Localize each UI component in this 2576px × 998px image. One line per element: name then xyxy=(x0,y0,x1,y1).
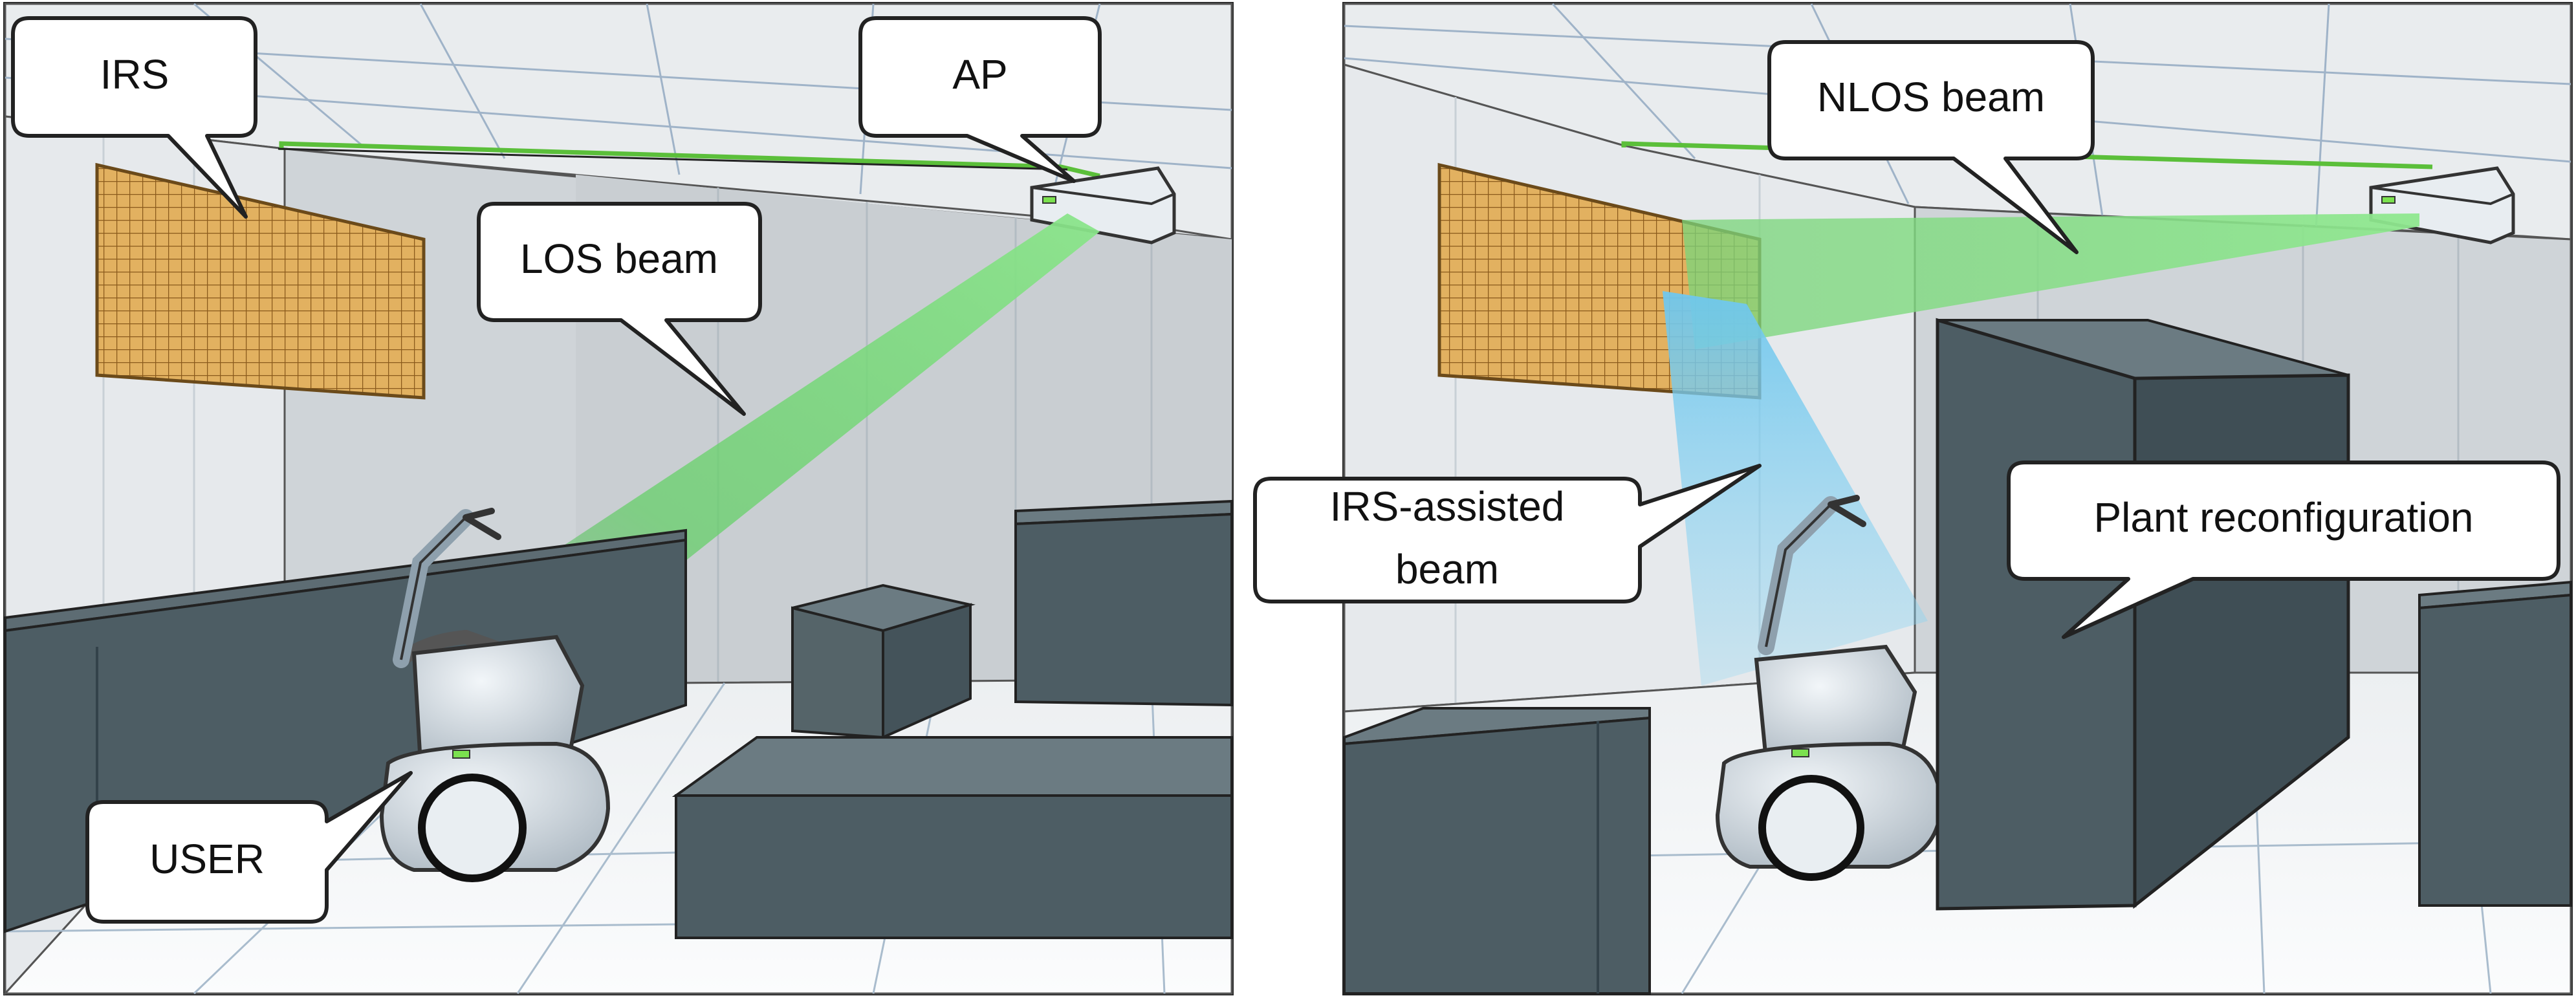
callout-irs: IRS xyxy=(11,16,257,219)
callout-ap: AP xyxy=(858,16,1102,183)
callout-plant-text: Plant reconfiguration xyxy=(2093,494,2473,541)
callout-irs-text: IRS xyxy=(100,51,169,98)
nlos-beam xyxy=(1682,213,2419,349)
low-platform xyxy=(671,736,1233,939)
callout-irs-assisted-line1: IRS-assisted xyxy=(1330,483,1565,530)
callout-irs-assisted-beam: IRS-assisted beam xyxy=(1253,464,1762,603)
irs-assisted-beam xyxy=(1663,291,1928,686)
right-cabinet xyxy=(1014,499,1233,707)
callout-irs-assisted-line2: beam xyxy=(1395,546,1499,592)
callout-ap-text: AP xyxy=(952,51,1007,98)
callout-nlos-beam: NLOS beam xyxy=(1767,40,2095,254)
callout-los-beam-text: LOS beam xyxy=(520,235,718,282)
callout-nlos-beam-text: NLOS beam xyxy=(1817,74,2045,120)
right-left-cabinet xyxy=(1343,707,1651,995)
callout-los-beam: LOS beam xyxy=(477,202,762,416)
callout-user-text: USER xyxy=(149,836,265,882)
irs-panel xyxy=(95,162,426,400)
center-box xyxy=(791,583,976,740)
robot-left xyxy=(379,508,611,882)
right-edge-cabinet xyxy=(2418,580,2572,907)
callout-user: USER xyxy=(85,771,413,924)
callout-plant-reconfiguration: Plant reconfiguration xyxy=(2007,461,2560,639)
